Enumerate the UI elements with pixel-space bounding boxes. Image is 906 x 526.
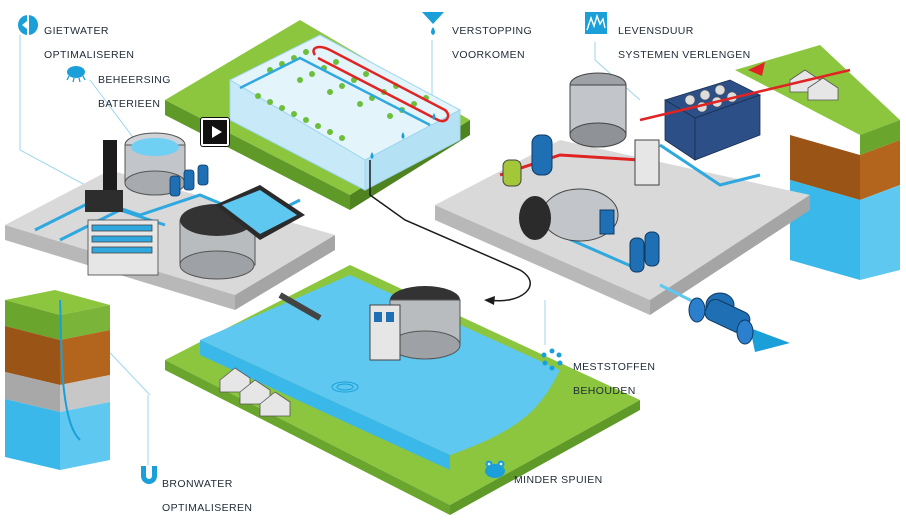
play-icon xyxy=(211,126,222,138)
water-drop-split-icon xyxy=(18,14,38,36)
callout-verstopping-line1: VERSTOPPING xyxy=(452,25,533,37)
soil-column-right xyxy=(735,45,900,280)
callout-verstopping-line2: VOORKOMEN xyxy=(452,49,526,61)
bottom-landscape xyxy=(165,265,640,515)
callout-verstopping: VERSTOPPING VOORKOMEN xyxy=(452,13,532,73)
wave-graph-icon xyxy=(585,12,607,34)
callout-gietwater-line1: GIETWATER xyxy=(44,25,109,37)
soil-column-left xyxy=(5,290,110,470)
bacteria-icon xyxy=(66,66,86,83)
play-button[interactable] xyxy=(201,118,229,146)
callout-bronwater-line2: OPTIMALISEREN xyxy=(162,502,253,514)
recycle-dots-icon xyxy=(541,348,563,371)
water-meter xyxy=(659,283,790,352)
greenhouse xyxy=(228,34,462,191)
callout-meststoffen: MESTSTOFFEN BEHOUDEN xyxy=(573,349,655,409)
callout-levensduur-line2: SYSTEMEN VERLENGEN xyxy=(618,49,751,61)
callout-bacterien-line1: BEHEERSING xyxy=(98,74,171,86)
magnet-icon xyxy=(141,466,157,484)
frog-icon xyxy=(485,460,505,478)
callout-gietwater: GIETWATER OPTIMALISEREN xyxy=(44,13,134,73)
callout-bronwater-line1: BRONWATER xyxy=(162,478,233,490)
callout-levensduur: LEVENSDUUR SYSTEMEN VERLENGEN xyxy=(618,13,751,73)
callout-bronwater: BRONWATER OPTIMALISEREN xyxy=(162,466,252,526)
funnel-drop-icon xyxy=(422,12,444,35)
callout-spuien: MINDER SPUIEN xyxy=(514,462,603,498)
callout-levensduur-line1: LEVENSDUUR xyxy=(618,25,694,37)
left-platform xyxy=(5,132,335,310)
callout-bacterien: BEHEERSING BATERIEEN xyxy=(98,62,171,122)
callout-gietwater-line2: OPTIMALISEREN xyxy=(44,49,135,61)
right-platform xyxy=(435,62,851,315)
callout-meststoffen-line1: MESTSTOFFEN xyxy=(573,361,656,373)
callout-bacterien-line2: BATERIEEN xyxy=(98,98,161,110)
callout-spuien-line1: MINDER SPUIEN xyxy=(514,474,603,486)
callout-meststoffen-line2: BEHOUDEN xyxy=(573,385,636,397)
pipe-black xyxy=(369,160,531,305)
